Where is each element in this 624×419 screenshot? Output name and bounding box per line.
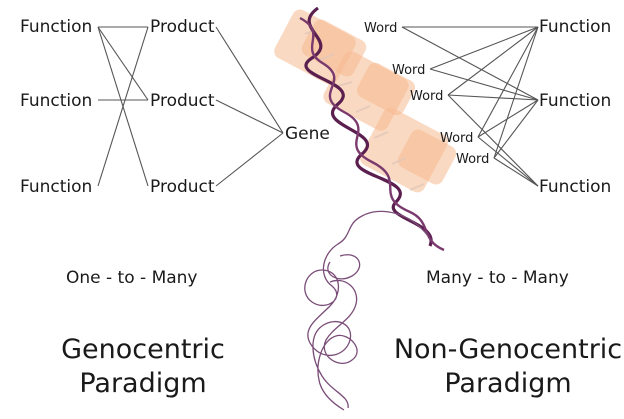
edge-w5-f3 (493, 157, 539, 187)
edge-p2-gene (215, 99, 284, 134)
right-function-3: Function (539, 177, 611, 197)
edge-w5-f1 (493, 26, 539, 159)
edge-w4-f1 (477, 26, 539, 138)
left-paradigm-line-2: Paradigm (79, 368, 206, 399)
left-function-2: Function (20, 91, 92, 111)
edge-w4-f3 (477, 136, 539, 187)
edge-f3-p1 (97, 26, 149, 187)
right-relation-label: Many - to - Many (426, 268, 569, 288)
edge-w1-f2 (401, 26, 539, 101)
edge-w3-f2 (447, 94, 539, 101)
edge-w5-f2 (493, 99, 539, 159)
left-paradigm-line-1: Genocentric (61, 334, 225, 365)
dna-illustration (274, 6, 457, 411)
product-1: Product (150, 17, 215, 37)
edge-w3-f3 (447, 94, 539, 187)
right-edges (401, 26, 539, 187)
edge-f1-p2 (97, 26, 149, 101)
edge-w3-f1 (447, 26, 539, 96)
edge-w2-f2 (429, 68, 539, 101)
product-2: Product (150, 91, 215, 111)
dna-strand-2 (299, 16, 445, 252)
left-relation-label: One - to - Many (66, 268, 197, 288)
product-3: Product (150, 177, 215, 197)
edge-p3-gene (215, 132, 284, 187)
right-paradigm-line-2: Paradigm (444, 368, 571, 399)
edge-w2-f1 (429, 26, 539, 70)
word-1: Word (364, 21, 397, 36)
right-function-1: Function (539, 17, 611, 37)
word-2: Word (392, 63, 425, 78)
edge-p1-gene (215, 26, 284, 134)
left-edges (97, 26, 284, 187)
word-5: Word (456, 152, 489, 167)
gene-label: Gene (285, 124, 330, 144)
dna-highlight-band (274, 9, 457, 193)
dna-coil (304, 210, 429, 411)
edge-w4-f2 (477, 99, 539, 138)
left-function-3: Function (20, 177, 92, 197)
right-function-2: Function (539, 91, 611, 111)
word-4: Word (440, 131, 473, 146)
left-function-1: Function (20, 17, 92, 37)
word-3: Word (410, 89, 443, 104)
right-paradigm-line-1: Non-Genocentric (394, 334, 622, 365)
